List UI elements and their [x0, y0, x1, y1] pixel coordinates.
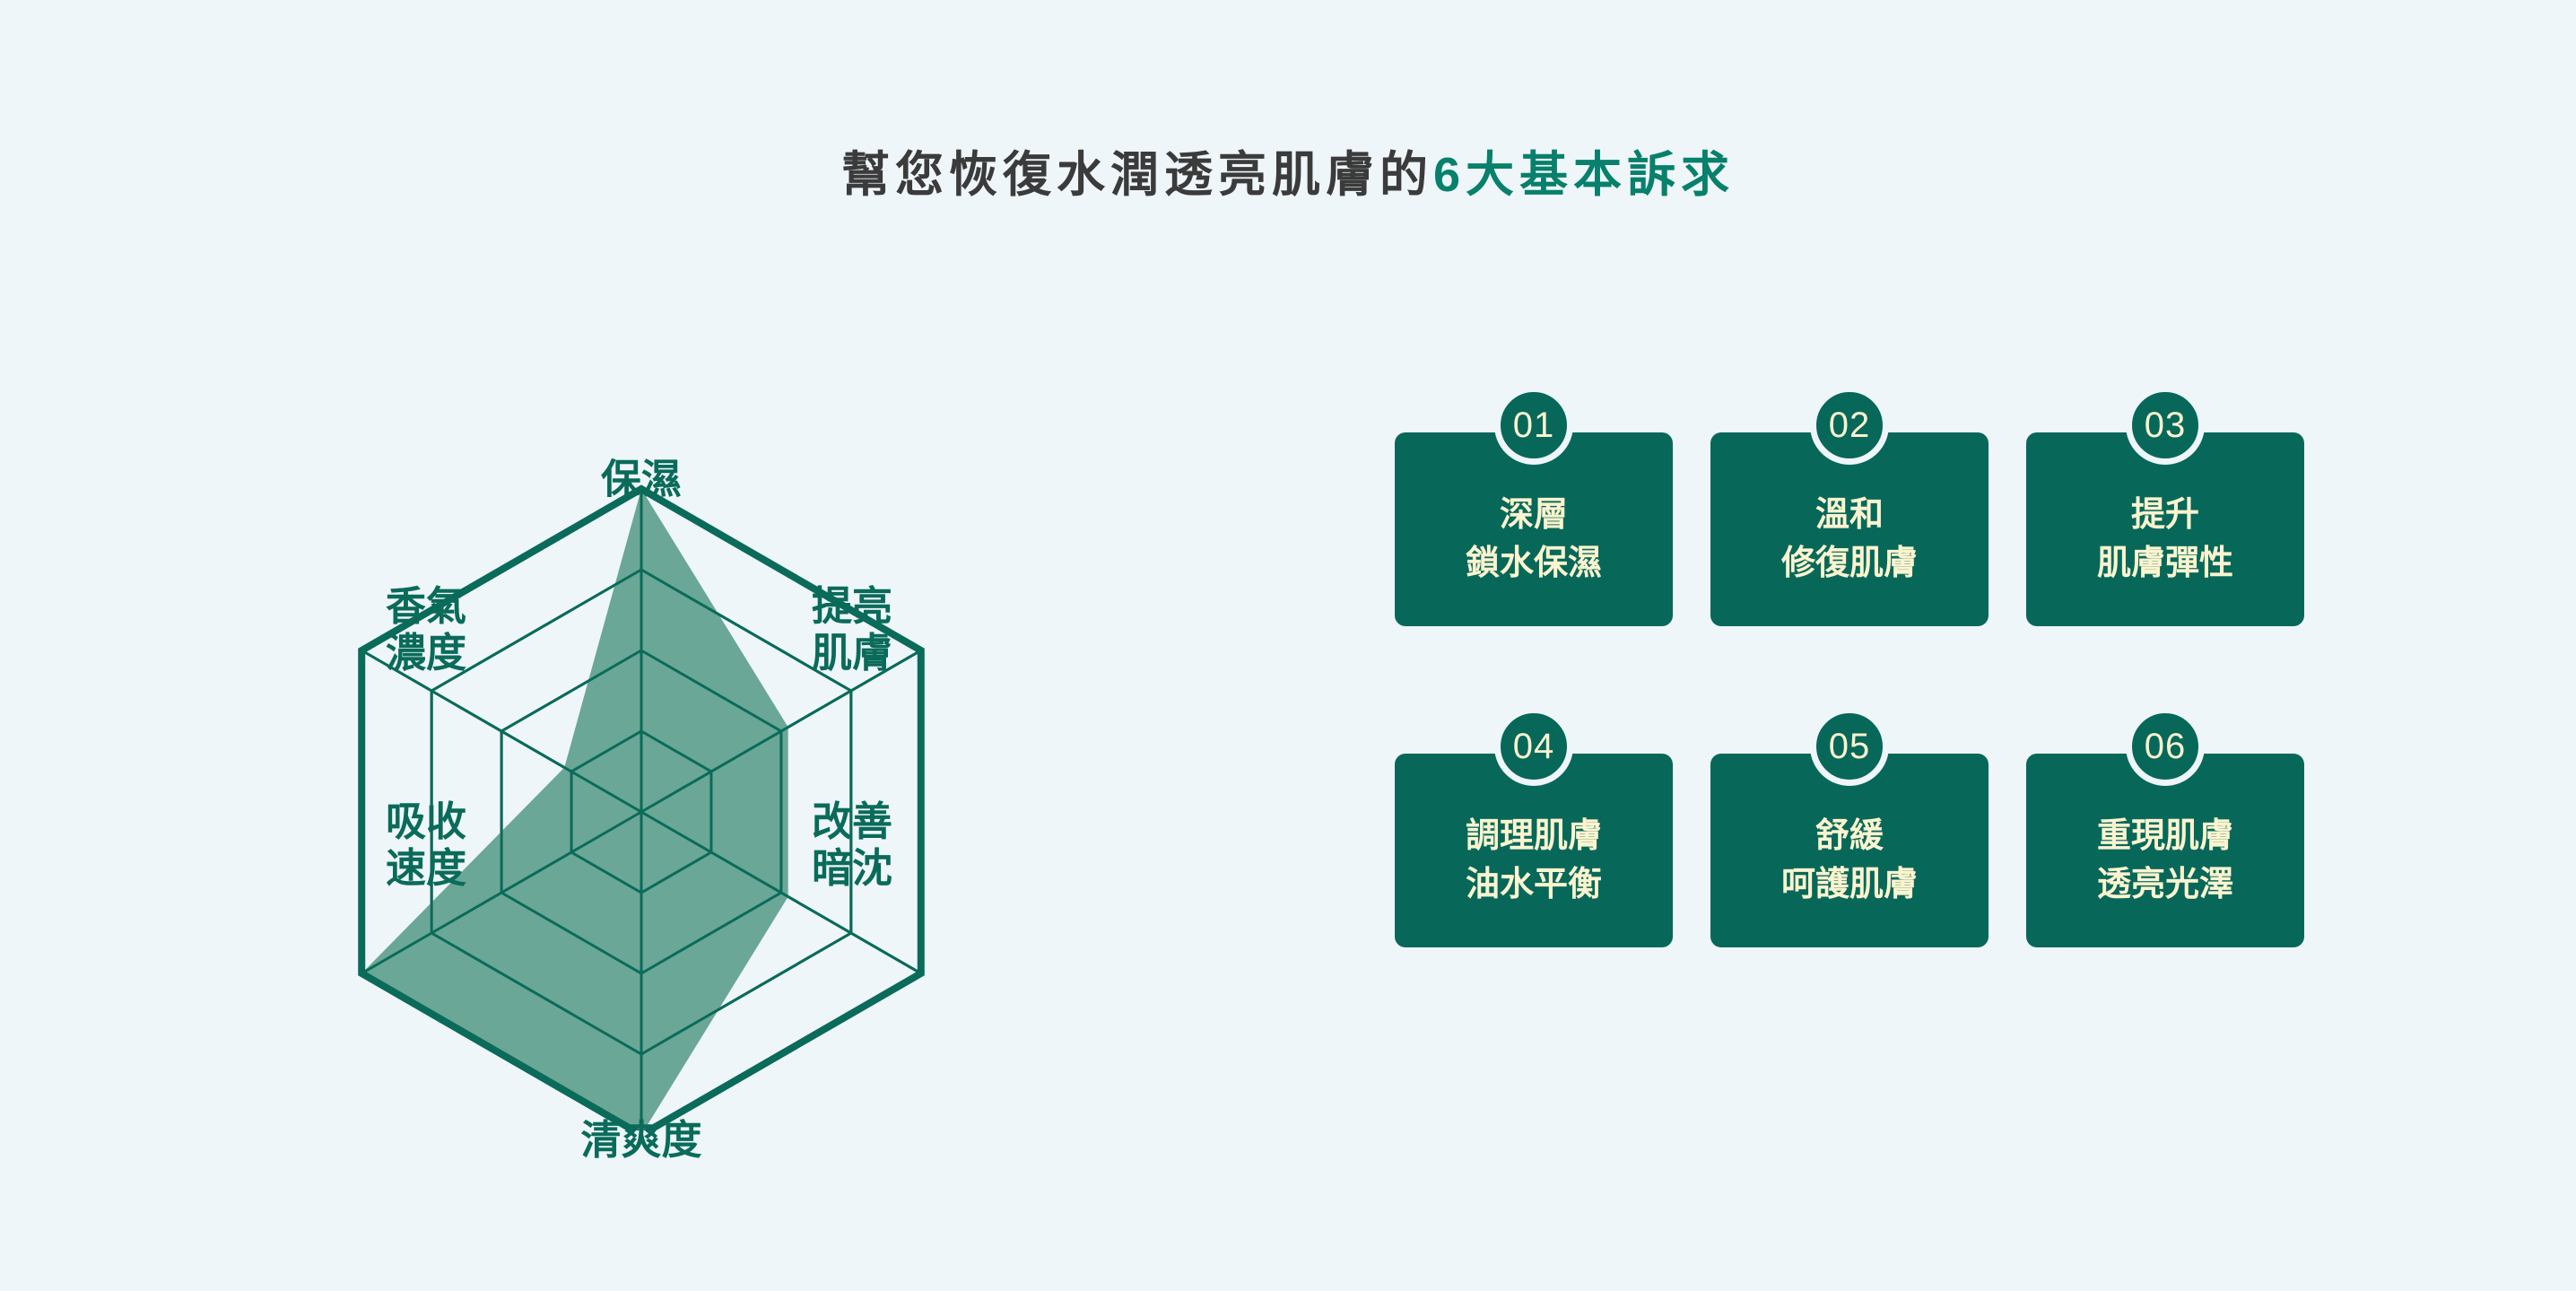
benefit-card-06-line1: 重現肌膚	[2096, 817, 2233, 856]
benefit-card-03-line2: 肌膚彈性	[2096, 545, 2233, 582]
benefit-card-01[interactable]: 01 深層 鎖水保濕	[1395, 386, 1673, 655]
benefit-card-05[interactable]: 05 舒緩 呵護肌膚	[1710, 707, 1989, 976]
radar-chart-svg	[358, 484, 925, 1130]
benefit-card-05-number: 05	[1810, 707, 1889, 786]
radar-axis-label-bottom-right: 改善 暗沈	[812, 798, 892, 892]
benefit-card-05-line2: 呵護肌膚	[1780, 866, 1918, 903]
radar-axis-label-bottom-right-line2: 暗沈	[812, 844, 893, 891]
benefit-card-02-body: 溫和 修復肌膚	[1710, 432, 1989, 626]
radar-axis-label-top-right-line2: 肌膚	[812, 629, 893, 676]
page-title-accent: 6大基本訴求	[1432, 148, 1736, 202]
benefit-card-03[interactable]: 03 提升 肌膚彈性	[2026, 386, 2304, 655]
radar-chart-panel: 保濕 提亮 肌膚 改善 暗沈 清爽度 吸收 速度 香氣 濃度	[108, 233, 1274, 1163]
benefit-card-06[interactable]: 06 重現肌膚 透亮光澤	[2026, 707, 2304, 976]
radar-axis-label-top: 保濕	[601, 456, 682, 502]
radar-series-polygon	[361, 489, 788, 1130]
radar-axis-label-top-left-line1: 香氣	[385, 583, 466, 629]
benefit-card-01-line2: 鎖水保濕	[1465, 545, 1602, 582]
benefit-card-01-body: 深層 鎖水保濕	[1395, 432, 1673, 626]
page-title-prefix: 幫您恢復水潤透亮肌膚的	[840, 148, 1433, 202]
radar-axis-label-bottom-left-line1: 吸收	[385, 798, 466, 844]
radar-axis-label-bottom-line1: 清爽度	[580, 1117, 702, 1163]
radar-axis-label-bottom-right-line1: 改善	[812, 798, 893, 844]
radar-axis-label-top-line1: 保濕	[600, 456, 683, 502]
radar-axis-label-top-right-line1: 提亮	[812, 583, 893, 629]
benefit-card-01-number: 01	[1494, 386, 1573, 465]
benefit-card-04-number: 04	[1494, 707, 1573, 786]
benefit-card-04-line1: 調理肌膚	[1465, 817, 1602, 856]
benefit-card-02-line2: 修復肌膚	[1780, 545, 1918, 582]
radar-axis-label-top-right: 提亮 肌膚	[812, 583, 892, 676]
radar-grid-overlay	[358, 484, 925, 1130]
benefit-cards-panel: 01 深層 鎖水保濕 02 溫和 修復肌膚 03 提升 肌膚彈性	[1395, 386, 2471, 1041]
radar-axis-label-bottom: 清爽度	[580, 1117, 701, 1164]
benefit-card-03-body: 提升 肌膚彈性	[2026, 432, 2304, 626]
benefit-card-02-line1: 溫和	[1815, 496, 1884, 535]
radar-spoke-overlay-4	[361, 810, 642, 975]
benefit-card-05-line1: 舒緩	[1815, 817, 1884, 856]
benefit-cards-row-1: 01 深層 鎖水保濕 02 溫和 修復肌膚 03 提升 肌膚彈性	[1395, 386, 2471, 655]
radar-spoke-overlay-1	[640, 649, 922, 814]
benefit-card-03-line1: 提升	[2130, 496, 2199, 535]
benefit-card-06-body: 重現肌膚 透亮光澤	[2026, 754, 2304, 947]
benefit-card-05-body: 舒緩 呵護肌膚	[1710, 754, 1989, 947]
radar-axis-label-top-left-line2: 濃度	[385, 629, 466, 676]
benefit-card-02-number: 02	[1810, 386, 1889, 465]
benefit-card-04-line2: 油水平衡	[1465, 866, 1602, 903]
benefit-card-01-line1: 深層	[1499, 496, 1568, 535]
benefit-card-04-body: 調理肌膚 油水平衡	[1395, 754, 1673, 947]
page-title: 幫您恢復水潤透亮肌膚的6大基本訴求	[0, 135, 2576, 205]
radar-axis-label-top-left: 香氣 濃度	[386, 583, 466, 676]
benefit-card-03-number: 03	[2126, 386, 2205, 465]
benefit-card-02[interactable]: 02 溫和 修復肌膚	[1710, 386, 1989, 655]
radar-outer-ring	[358, 484, 925, 1130]
benefit-card-06-number: 06	[2126, 707, 2205, 786]
radar-axis-label-bottom-left-line2: 速度	[385, 844, 466, 891]
radar-axis-label-bottom-left: 吸收 速度	[386, 798, 466, 892]
benefit-card-04[interactable]: 04 調理肌膚 油水平衡	[1395, 707, 1673, 976]
benefit-cards-row-2: 04 調理肌膚 油水平衡 05 舒緩 呵護肌膚 06 重現肌膚 透亮光澤	[1395, 707, 2471, 976]
radar-spoke-overlay-2	[640, 810, 922, 975]
benefit-card-06-line2: 透亮光澤	[2096, 866, 2233, 903]
radar-spoke-overlay-5	[361, 649, 642, 814]
